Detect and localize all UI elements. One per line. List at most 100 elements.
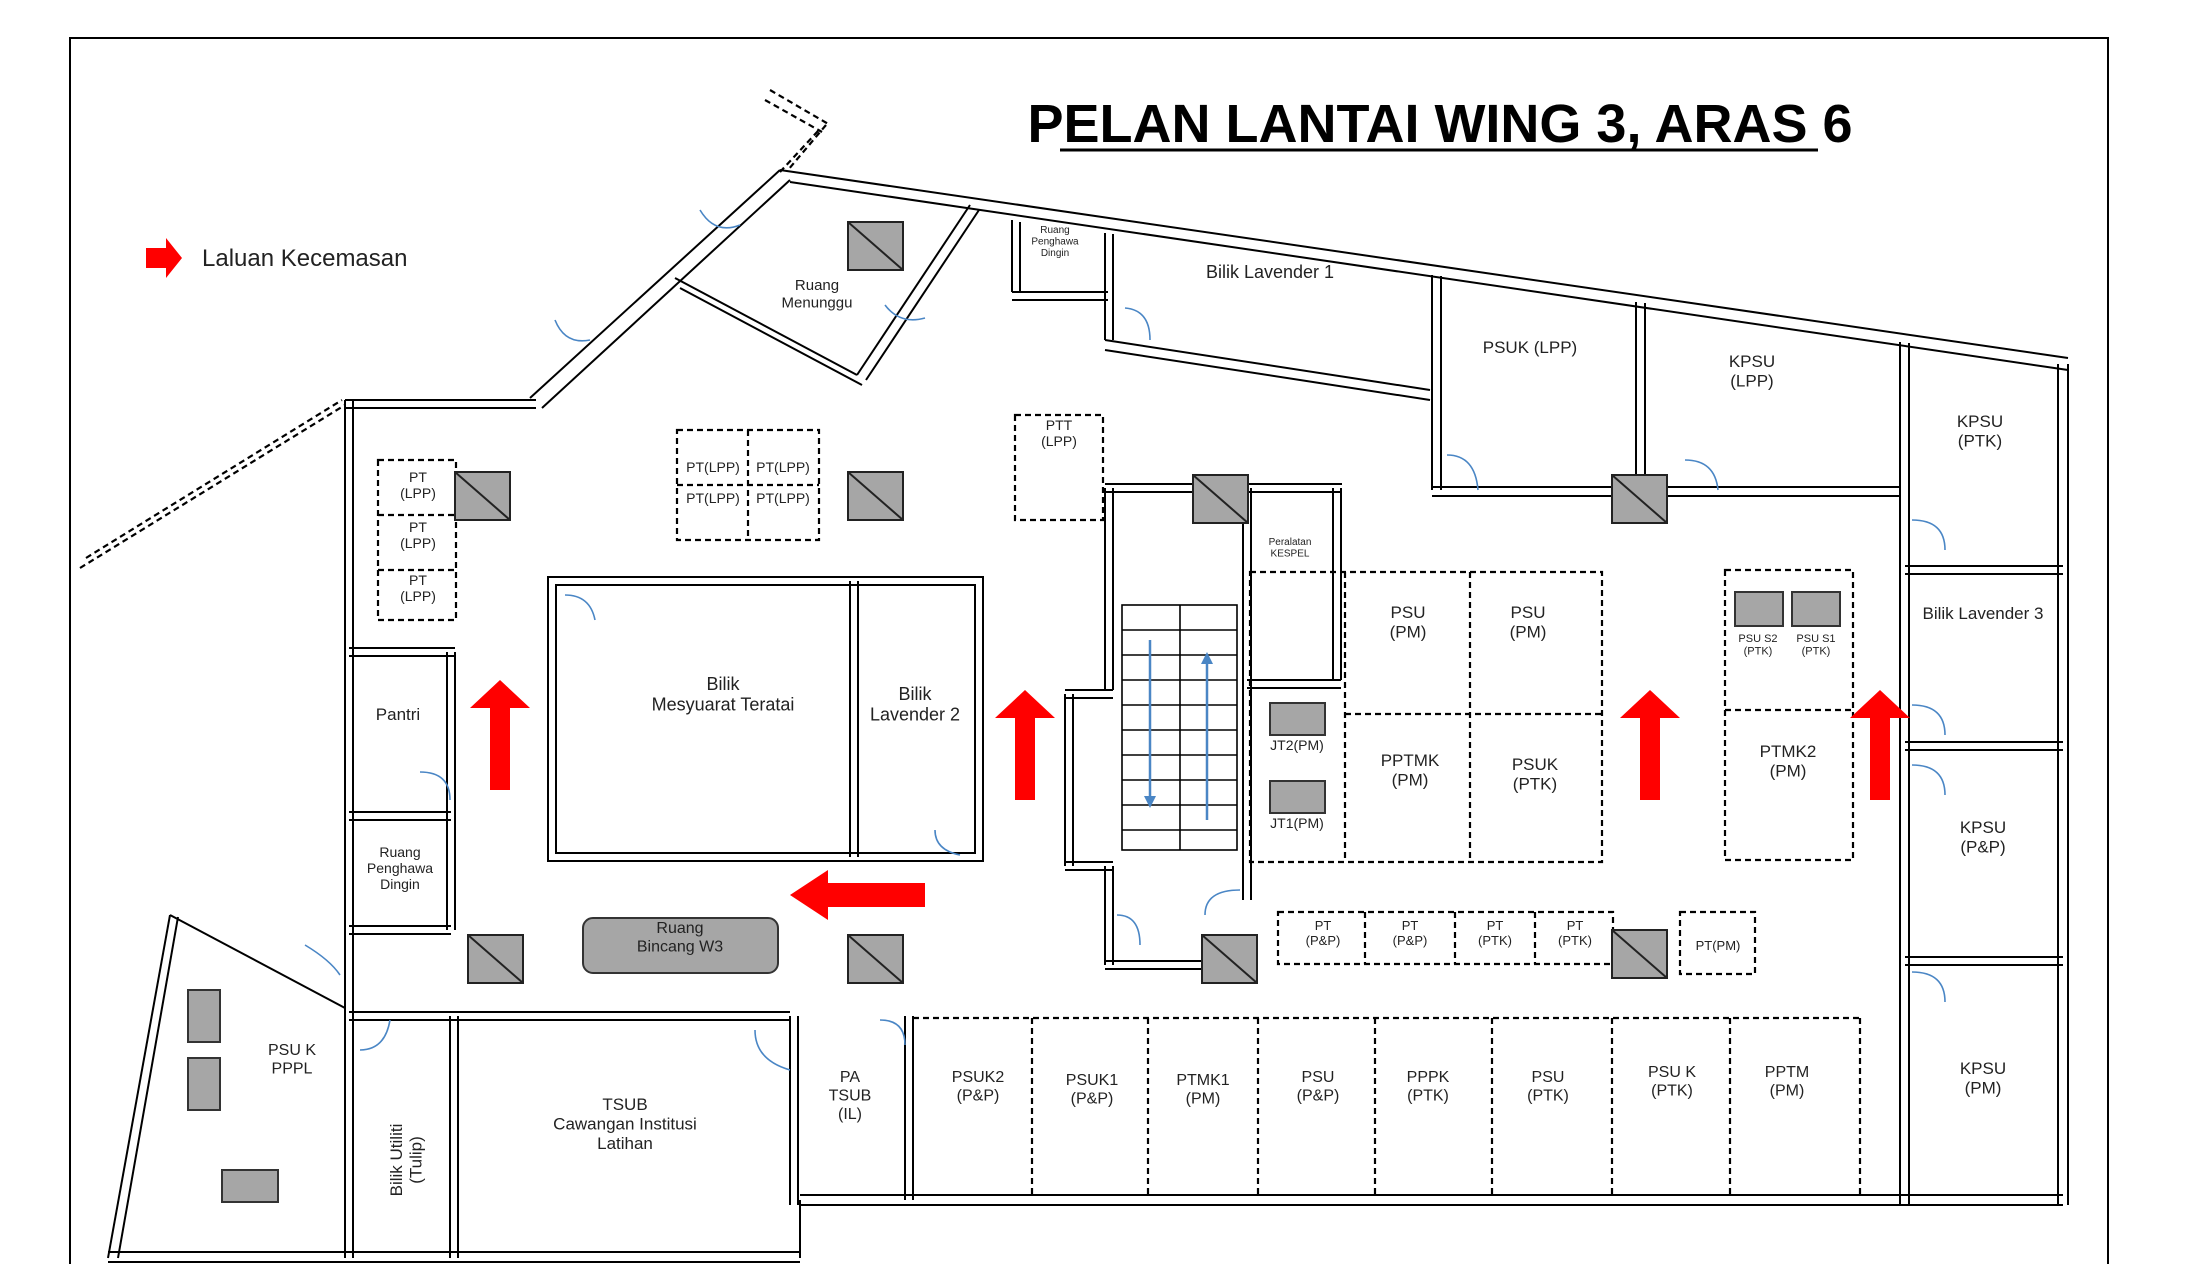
pppl-box-1 — [187, 989, 221, 1043]
room-label-line: PSU K — [268, 1042, 316, 1059]
pillar — [847, 471, 904, 521]
legend: Laluan Kecemasan — [146, 238, 407, 278]
room-label-pt-lpp-2: PT(LPP) — [400, 519, 436, 551]
page-title: PELAN LANTAI WING 3, ARAS 6 — [1027, 94, 1852, 154]
room-label-ptmk1-pm: PTMK1(PM) — [1176, 1072, 1229, 1107]
room-label-psuk-lpp: PSUK (LPP) — [1483, 338, 1577, 357]
room-label-jt1-pm: JT1(PM) — [1270, 815, 1324, 831]
room-label-bilik-lavender-3: Bilik Lavender 3 — [1923, 604, 2044, 623]
room-label-line: (PTK) — [1478, 933, 1512, 948]
room-label-line: (Tulip) — [407, 1136, 426, 1184]
room-label-line: Bilik — [706, 674, 740, 694]
pillar — [454, 471, 511, 521]
room-label-line: Latihan — [597, 1134, 653, 1153]
room-label-ptlpp-c: PT(LPP) — [686, 490, 740, 506]
room-label-line: Peralatan — [1269, 537, 1312, 548]
room-label-line: PT — [409, 469, 427, 485]
room-label-psu-pm-1: PSU(PM) — [1390, 603, 1427, 642]
room-label-jt2-pm: JT2(PM) — [1270, 737, 1324, 753]
room-label-line: Ruang — [379, 844, 420, 860]
room-label-psuk2-pp: PSUK2(P&P) — [952, 1069, 1005, 1104]
jt1-box — [1269, 780, 1326, 814]
room-label-line: (LPP) — [400, 588, 436, 604]
room-label-ptlpp-a: PT(LPP) — [686, 459, 740, 475]
room-label-line: (PTK) — [1513, 775, 1557, 794]
room-label-psu-s1-ptk: PSU S1(PTK) — [1796, 633, 1835, 658]
room-label-line: (PM) — [1770, 1082, 1805, 1099]
room-label-psuk-ptk: PSUK(PTK) — [1512, 755, 1559, 794]
room-label-pt-pp-2: PT(P&P) — [1393, 918, 1428, 948]
room-label-psu-k-ptk: PSU K(PTK) — [1648, 1064, 1696, 1099]
room-label-kpsu-pp: KPSU(P&P) — [1960, 818, 2006, 857]
room-label-pt-pm: PT(PM) — [1696, 938, 1741, 953]
room-label-psuk1-pp: PSUK1(P&P) — [1066, 1072, 1119, 1107]
room-label-line: PT — [409, 519, 427, 535]
room-label-line: PSU — [1302, 1069, 1335, 1086]
ruang-bincang-w3-table — [582, 917, 779, 974]
room-label-psu-pm-2: PSU(PM) — [1510, 603, 1547, 642]
room-label-ptt-lpp: PTT(LPP) — [1041, 417, 1077, 449]
room-label-line: (PTK) — [1527, 1087, 1569, 1104]
room-label-line: Cawangan Institusi — [553, 1115, 697, 1134]
room-label-line: PSU S1 — [1796, 633, 1835, 645]
room-label-line: TSUB — [602, 1095, 647, 1114]
pillar — [1192, 474, 1249, 524]
room-label-line: PSU — [1391, 603, 1426, 622]
pillar — [467, 934, 524, 984]
room-label-line: PT(LPP) — [756, 459, 810, 475]
staircase — [1121, 604, 1238, 851]
room-label-line: (PM) — [1770, 762, 1807, 781]
psu-s2-box — [1734, 591, 1784, 627]
room-label-psu-ptk: PSU(PTK) — [1527, 1069, 1569, 1104]
room-label-line: Penghawa — [367, 860, 433, 876]
room-label-line: Bincang W3 — [637, 938, 723, 955]
dashed-partitions — [79, 89, 1862, 1198]
room-label-line: (PM) — [1186, 1090, 1221, 1107]
room-label-line: JT1(PM) — [1270, 815, 1324, 831]
room-label-pptm-pm: PPTM(PM) — [1765, 1064, 1809, 1099]
red-arrow-icon — [146, 238, 182, 278]
room-label-line: (PM) — [1510, 623, 1547, 642]
jt2-box — [1269, 702, 1326, 736]
room-label-line: Bilik Lavender 1 — [1206, 262, 1334, 282]
room-label-line: KPSU — [1957, 412, 2003, 431]
red-arrow-icon — [995, 690, 1055, 800]
room-label-line: PSU — [1532, 1069, 1565, 1086]
room-label-line: (P&P) — [1297, 1087, 1340, 1104]
red-arrow-icon — [1850, 690, 1910, 800]
room-label-line: PT — [409, 572, 427, 588]
room-label-line: PT — [1487, 918, 1504, 933]
room-label-line: (P&P) — [1306, 933, 1341, 948]
room-label-line: PSUK — [1512, 755, 1559, 774]
room-label-pt-lpp-3: PT(LPP) — [400, 572, 436, 604]
room-label-line: (PM) — [1965, 1079, 2002, 1098]
room-label-line: (P&P) — [1393, 933, 1428, 948]
room-label-kpsu-lpp: KPSU(LPP) — [1729, 352, 1775, 391]
room-label-line: Ruang — [1040, 225, 1069, 236]
legend-label: Laluan Kecemasan — [202, 245, 407, 272]
room-label-line: (PTK) — [1802, 646, 1831, 658]
room-label-ptlpp-d: PT(LPP) — [756, 490, 810, 506]
room-label-bilik-utiliti-tulip: Bilik Utiliti(Tulip) — [387, 1124, 426, 1197]
room-label-line: Pantri — [376, 705, 420, 724]
room-label-line: PT(LPP) — [756, 490, 810, 506]
room-label-pt-lpp-1: PT(LPP) — [400, 469, 436, 501]
room-label-line: Lavender 2 — [870, 705, 960, 725]
pillar — [1611, 929, 1668, 979]
room-label-line: PPPL — [272, 1060, 313, 1077]
room-label-line: PT — [1567, 918, 1584, 933]
room-label-line: (P&P) — [1960, 838, 2005, 857]
room-label-line: PSU K — [1648, 1064, 1696, 1081]
room-label-line: KESPEL — [1271, 549, 1310, 560]
pillar — [1201, 934, 1258, 984]
room-label-line: PT — [1315, 918, 1332, 933]
room-label-line: Bilik Utiliti — [387, 1124, 406, 1197]
